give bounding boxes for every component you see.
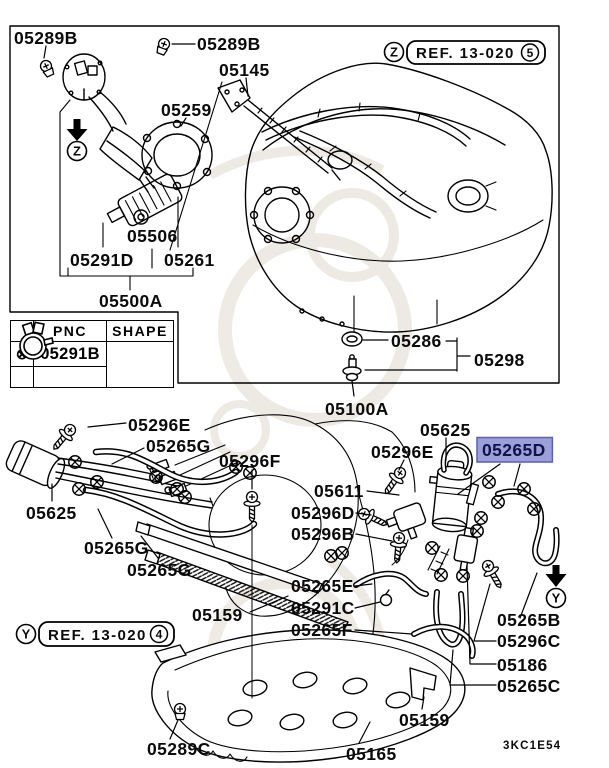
part-label-05159[interactable]: 05159 bbox=[192, 605, 243, 625]
ref-z-number: 5 bbox=[527, 46, 534, 60]
marker-z-letter: Z bbox=[73, 144, 81, 159]
hose-05265B-drawing bbox=[495, 488, 560, 567]
pump-strainer-drawing bbox=[67, 173, 194, 291]
bolt-05289B-left-icon bbox=[38, 58, 57, 79]
part-label-05261[interactable]: 05261 bbox=[164, 250, 215, 270]
empty-cell bbox=[10, 366, 34, 388]
part-label-05265D-selected[interactable]: 05265D bbox=[482, 440, 546, 460]
clamp-05291C-icon bbox=[379, 589, 393, 607]
part-label-05296D[interactable]: 05296D bbox=[291, 503, 355, 523]
part-label-05259[interactable]: 05259 bbox=[161, 100, 212, 120]
hose-05265C-drawing bbox=[433, 589, 466, 648]
part-label-05296E[interactable]: 05296E bbox=[371, 442, 434, 462]
screw-05296E-left-icon bbox=[47, 419, 81, 455]
part-label-05289C[interactable]: 05289C bbox=[147, 739, 211, 759]
empty-cell bbox=[33, 366, 107, 388]
bolt-05289B-mid-icon bbox=[154, 36, 172, 57]
part-label-05625[interactable]: 05625 bbox=[26, 503, 77, 523]
pnc-shape-table: PNC SHAPE ⊗ 05291B bbox=[10, 320, 174, 388]
part-label-05159[interactable]: 05159 bbox=[399, 710, 450, 730]
ref-y-number: 4 bbox=[156, 628, 163, 642]
part-label-05265E[interactable]: 05265E bbox=[291, 576, 354, 596]
part-label-05286[interactable]: 05286 bbox=[391, 331, 442, 351]
part-label-05289B[interactable]: 05289B bbox=[14, 28, 78, 48]
hose-05265E-drawing bbox=[353, 570, 429, 597]
part-label-05298[interactable]: 05298 bbox=[474, 350, 525, 370]
leader-lines bbox=[43, 43, 538, 744]
part-label-05291C[interactable]: 05291C bbox=[291, 598, 355, 618]
part-label-05265G[interactable]: 05265G bbox=[84, 538, 149, 558]
part-label-05296E[interactable]: 05296E bbox=[128, 415, 191, 435]
valve-05611-drawing bbox=[385, 502, 427, 566]
down-arrow-icon bbox=[545, 574, 567, 587]
grommet-icon bbox=[341, 331, 363, 347]
bracket-05298 bbox=[362, 337, 471, 372]
canister-05625-left-drawing bbox=[5, 440, 214, 509]
marker-y-letter: Y bbox=[552, 591, 561, 606]
hose-05265D-drawing bbox=[440, 442, 480, 506]
selected-part-highlight bbox=[476, 436, 554, 463]
marker-z-arrow: Z bbox=[66, 119, 88, 162]
part-label-05506[interactable]: 05506 bbox=[127, 226, 178, 246]
part-label-05165[interactable]: 05165 bbox=[346, 744, 397, 764]
ref-box-z: Z REF. 13-020 5 bbox=[383, 40, 546, 65]
marker-y-arrow: Y bbox=[545, 565, 567, 609]
part-label-05500A[interactable]: 05500A bbox=[99, 291, 163, 311]
diagram-code: 3KC1E54 bbox=[503, 740, 561, 752]
part-label-05145[interactable]: 05145 bbox=[219, 60, 270, 80]
part-label-05265G[interactable]: 05265G bbox=[127, 560, 192, 580]
part-label-05625[interactable]: 05625 bbox=[420, 420, 471, 440]
part-label-05296F[interactable]: 05296F bbox=[219, 451, 281, 471]
ref-z-text: REF. 13-020 bbox=[416, 45, 515, 62]
hose-clamp-icon bbox=[19, 321, 174, 388]
part-labels-layer: 05289B 05289B 05145 05259 05506 05291D 05261 05… bbox=[14, 28, 561, 764]
fuel-sender-drawing bbox=[217, 79, 341, 181]
part-label-05265G[interactable]: 05265G bbox=[146, 436, 211, 456]
screw-05296C-icon bbox=[477, 556, 509, 593]
table-row: ⊗ 05291B bbox=[10, 321, 174, 388]
part-label-05289B[interactable]: 05289B bbox=[197, 34, 261, 54]
table-row bbox=[10, 366, 174, 388]
part-label-05265C[interactable]: 05265C bbox=[497, 676, 561, 696]
skid-plate-drawing bbox=[151, 629, 466, 763]
part-label-05291D[interactable]: 05291D bbox=[70, 250, 134, 270]
bolt-05289C-icon bbox=[173, 702, 187, 721]
part-label-05186[interactable]: 05186 bbox=[497, 655, 548, 675]
table-header-shape: SHAPE bbox=[106, 320, 174, 342]
fuel-tank-drawing bbox=[244, 62, 553, 333]
screw-05296F-icon bbox=[243, 490, 261, 523]
hose-05265F-drawing bbox=[411, 623, 476, 659]
part-label-05265B[interactable]: 05265B bbox=[497, 610, 561, 630]
top-section-box bbox=[9, 25, 560, 384]
part-label-05265F[interactable]: 05265F bbox=[291, 620, 353, 640]
ref-z-letter: Z bbox=[390, 45, 398, 60]
vapor-canister-drawing bbox=[427, 459, 473, 575]
part-label-05296C[interactable]: 05296C bbox=[497, 631, 561, 651]
stud-bolt-icon bbox=[342, 354, 362, 382]
ref-y-text: REF. 13-020 bbox=[48, 627, 147, 644]
part-label-05611[interactable]: 05611 bbox=[314, 481, 364, 501]
part-label-05100A[interactable]: 05100A bbox=[325, 399, 389, 419]
ref-y-letter: Y bbox=[22, 627, 31, 642]
hoses-05265G-drawing bbox=[82, 448, 258, 538]
screw-05296D-icon bbox=[354, 503, 391, 533]
down-arrow-icon bbox=[66, 129, 88, 141]
part-label-05296B[interactable]: 05296B bbox=[291, 524, 355, 544]
ref-box-y: Y REF. 13-020 4 bbox=[15, 621, 175, 647]
